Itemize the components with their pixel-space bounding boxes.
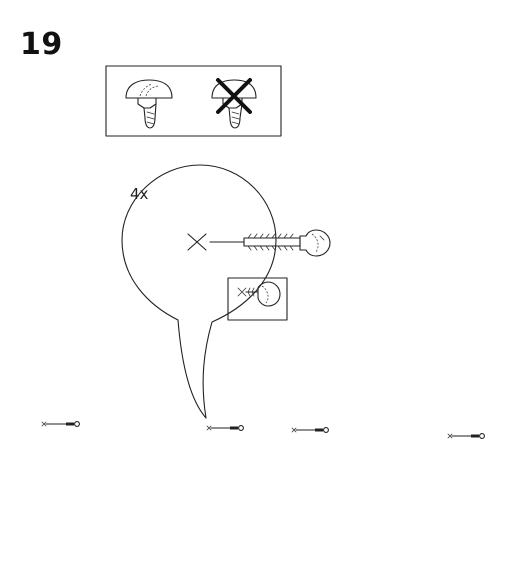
callout-bubble bbox=[121, 164, 277, 419]
screw-position-4 bbox=[447, 433, 485, 439]
screw-detail-icon bbox=[227, 277, 288, 321]
cross-out-icon bbox=[216, 78, 252, 114]
screw-head-incorrect-icon bbox=[211, 78, 257, 129]
screw-icon bbox=[187, 229, 331, 257]
quantity-label: 4x bbox=[130, 185, 149, 203]
screw-position-1 bbox=[41, 421, 80, 427]
screw-positions bbox=[41, 421, 485, 439]
screw-position-2 bbox=[206, 425, 244, 431]
comparison-panel bbox=[105, 65, 282, 137]
screw-position-3 bbox=[291, 427, 329, 433]
insertion-point-icon bbox=[187, 233, 207, 251]
detail-callout: 4x bbox=[121, 164, 331, 419]
step-number: 19 bbox=[20, 27, 63, 62]
comparison-frame bbox=[105, 65, 282, 137]
screw-head-correct-icon bbox=[125, 79, 173, 129]
